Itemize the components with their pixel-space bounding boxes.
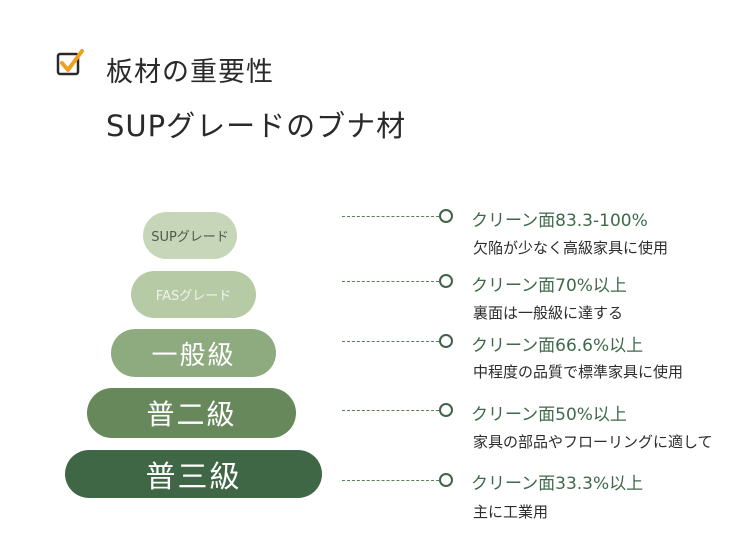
connector-line (342, 480, 439, 481)
connector-node-icon (439, 209, 453, 223)
grade-pill-fas: FASグレード (131, 271, 256, 318)
checkbox-checked-icon (56, 49, 84, 76)
page-subtitle: SUPグレードのブナ材 (106, 109, 407, 143)
grade-info-title: クリーン面83.3-100% (471, 211, 648, 231)
grade-info-desc: 主に工業用 (473, 503, 549, 521)
grade-pill-general: 一般級 (111, 329, 276, 377)
grade-pill-third: 普三級 (65, 450, 322, 498)
connector-line (342, 216, 439, 217)
grade-pill-sup: SUPグレード (143, 212, 237, 259)
connector-node-icon (439, 473, 453, 487)
grade-pill-second: 普二級 (87, 388, 296, 438)
connector-line (342, 410, 439, 411)
grade-info-desc: 欠陥が少なく高級家具に使用 (473, 239, 669, 257)
grade-info-title: クリーン面33.3%以上 (471, 474, 644, 494)
connector-node-icon (439, 274, 453, 288)
grade-info-desc: 中程度の品質で標準家具に使用 (473, 363, 684, 381)
grade-info-title: クリーン面50%以上 (471, 405, 627, 425)
grade-info-title: クリーン面66.6%以上 (471, 336, 644, 356)
grade-info-title: クリーン面70%以上 (471, 276, 627, 296)
connector-node-icon (439, 403, 453, 417)
connector-node-icon (439, 334, 453, 348)
grade-info-desc: 家具の部品やフローリングに適して (473, 433, 713, 451)
grade-info-desc: 裏面は一般級に達する (473, 304, 624, 322)
connector-line (342, 281, 439, 282)
page-title: 板材の重要性 (106, 57, 274, 88)
header: 板材の重要性 SUPグレードのブナ材 (0, 0, 750, 150)
connector-line (342, 341, 439, 342)
